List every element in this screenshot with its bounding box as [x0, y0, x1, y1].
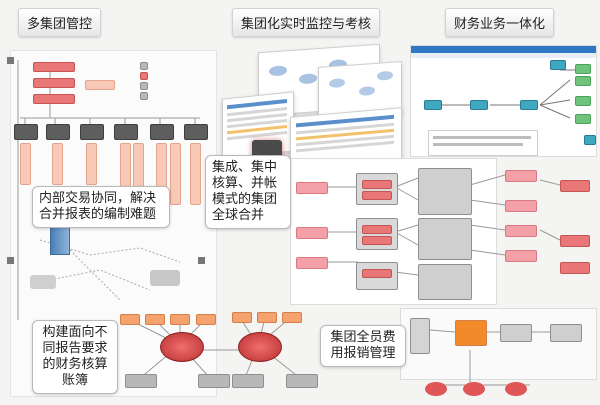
- report-node: [505, 200, 537, 212]
- org-subsidiary: [46, 124, 70, 140]
- process-node: [424, 100, 442, 110]
- source-ledger: [296, 227, 328, 239]
- output-node: [575, 76, 591, 86]
- report-output: [560, 262, 590, 274]
- callout-multi-ledger: 构建面向不同报告要求的财务核算账簿: [32, 320, 118, 394]
- title-multi-group: 多集团管控: [18, 8, 102, 37]
- output-node: [575, 64, 591, 74]
- company-entry: [362, 180, 392, 189]
- network-node: [196, 314, 216, 325]
- expense-bubble: [505, 382, 527, 396]
- selection-handle: [7, 57, 14, 64]
- org-unit-column: [20, 143, 31, 185]
- org-node-level2: [33, 94, 75, 104]
- network-leaf: [125, 374, 157, 388]
- network-node: [170, 314, 190, 325]
- network-leaf: [286, 374, 318, 388]
- report-output: [560, 180, 590, 192]
- org-unit-column: [86, 143, 97, 185]
- network-node: [232, 312, 252, 323]
- company-entry: [362, 269, 392, 278]
- org-legend-b: [140, 72, 148, 80]
- expense-step: [550, 324, 582, 342]
- process-node: [584, 135, 596, 145]
- process-node: [470, 100, 488, 110]
- org-unit-column: [170, 143, 181, 205]
- expense-step: [410, 318, 430, 354]
- expense-diagram: [400, 308, 597, 380]
- hub-node-left: [160, 332, 204, 362]
- window-menubar: [411, 53, 596, 58]
- network-node: [257, 312, 277, 323]
- report-node: [505, 250, 537, 262]
- callout-internal-trade: 内部交易协同，解决合并报表的编制难题: [32, 186, 170, 228]
- company-entry: [362, 191, 392, 200]
- output-node: [575, 114, 591, 124]
- org-node-root: [33, 62, 75, 72]
- ledger-group: [418, 218, 472, 260]
- org-legend-c: [140, 82, 148, 90]
- org-subsidiary: [184, 124, 208, 140]
- window-titlebar: [411, 46, 596, 53]
- org-unit-column: [190, 143, 201, 205]
- expense-step: [500, 324, 532, 342]
- process-node: [520, 100, 538, 110]
- network-node: [120, 314, 140, 325]
- selection-handle: [198, 257, 205, 264]
- expense-center-node: [455, 320, 487, 346]
- ledger-group: [418, 264, 472, 300]
- expense-bubble: [425, 382, 447, 396]
- report-node: [505, 170, 537, 182]
- city-cluster-illustration: [150, 270, 180, 286]
- org-unit-column: [52, 143, 63, 185]
- note-box: [428, 130, 538, 156]
- title-finance-integration: 财务业务一体化: [445, 8, 555, 37]
- report-output: [560, 235, 590, 247]
- org-subsidiary: [80, 124, 104, 140]
- ledger-group: [418, 168, 472, 215]
- org-legend-a: [140, 62, 148, 70]
- org-node-side-a: [85, 80, 115, 90]
- org-node-level1: [33, 78, 75, 88]
- org-subsidiary: [150, 124, 174, 140]
- title-monitoring: 集团化实时监控与考核: [232, 8, 381, 37]
- network-node: [282, 312, 302, 323]
- org-subsidiary: [14, 124, 38, 140]
- org-subsidiary: [114, 124, 138, 140]
- network-node: [145, 314, 165, 325]
- callout-consolidation: 集成、集中核算、并帐模式的集团全球合并: [205, 155, 291, 229]
- network-leaf: [198, 374, 230, 388]
- source-ledger: [296, 182, 328, 194]
- company-entry: [362, 236, 392, 245]
- process-node: [550, 60, 566, 70]
- source-ledger: [296, 257, 328, 269]
- hub-node-right: [238, 332, 282, 362]
- org-legend-d: [140, 92, 148, 100]
- expense-bubble: [463, 382, 485, 396]
- city-cluster-illustration: [30, 275, 56, 289]
- callout-expense: 集团全员费用报销管理: [320, 325, 406, 367]
- network-leaf: [232, 374, 264, 388]
- report-node: [505, 225, 537, 237]
- output-node: [575, 96, 591, 106]
- selection-handle: [7, 257, 14, 264]
- company-entry: [362, 225, 392, 234]
